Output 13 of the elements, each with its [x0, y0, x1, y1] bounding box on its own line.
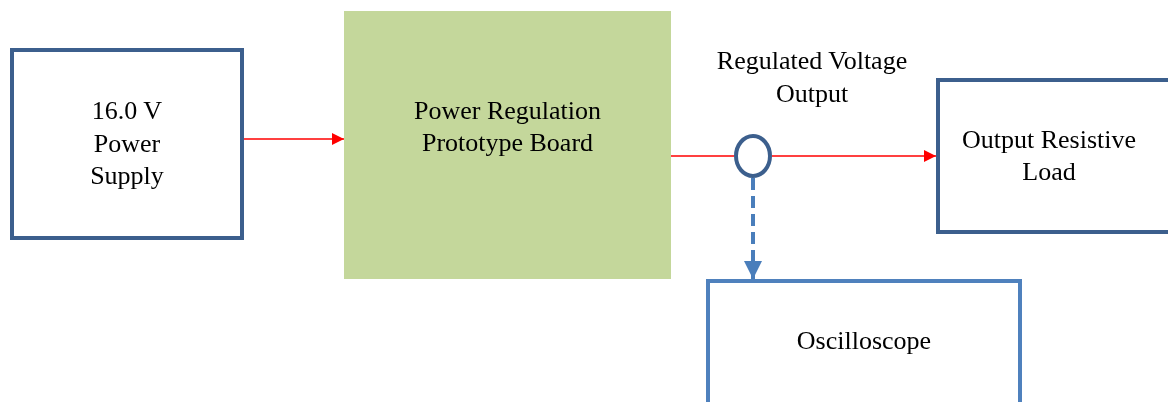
signal-label: Regulated Voltage Output	[715, 45, 909, 110]
node-label: Output Resistive Load	[960, 123, 1138, 188]
probe-ellipse	[734, 134, 772, 178]
process-box	[936, 78, 1168, 234]
process-box	[706, 279, 1022, 402]
arrow	[243, 133, 345, 145]
node-label: Power Regulation Prototype Board	[413, 94, 602, 159]
node-label: 16.0 V Power Supply	[89, 95, 165, 193]
arrow	[744, 178, 762, 279]
arrow	[771, 150, 937, 162]
board-box	[344, 11, 671, 279]
node-label: Oscilloscope	[795, 324, 933, 357]
process-box	[10, 48, 244, 240]
